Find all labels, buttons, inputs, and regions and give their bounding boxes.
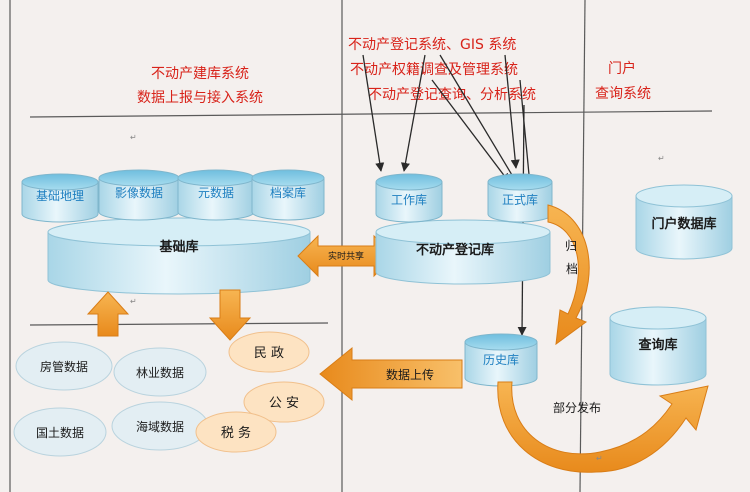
source-sea: 海域数据 [111, 401, 209, 451]
header-divider [29, 110, 713, 118]
svg-text:↵: ↵ [130, 133, 137, 142]
header-right-line1: 门户 [608, 60, 636, 77]
source-police-label: 公 安 [269, 396, 299, 411]
base-db-label: 基础库 [158, 239, 198, 255]
db-official-label: 正式库 [502, 192, 538, 207]
upload-label: 数据上传 [386, 367, 434, 382]
db-basic-geo: 基础地理 [21, 173, 99, 223]
db-metadata: 元数据 [177, 169, 255, 221]
source-land-label: 国土数据 [36, 425, 84, 440]
db-query: 查询库 [609, 306, 707, 386]
archive-label-1: 归 [565, 239, 577, 253]
db-history: 历史库 [464, 333, 538, 387]
db-work: 工作库 [375, 173, 443, 223]
header-mid-line1: 不动产登记系统、GIS 系统 [348, 37, 516, 53]
source-up-arrow [86, 291, 130, 337]
realtime-share-label: 实时共享 [328, 250, 364, 262]
header-left-line1: 不动产建库系统 [151, 66, 249, 82]
db-basic-geo-label: 基础地理 [36, 189, 84, 203]
base-db: 基础库 [47, 217, 311, 295]
header-right-line2: 查询系统 [595, 86, 651, 102]
svg-text:↵: ↵ [130, 297, 137, 306]
paragraph-marks: ↵ ↵ ↵ ↵ [130, 133, 665, 463]
publish-label: 部分发布 [553, 400, 601, 415]
registry-db: 不动产登记库 [375, 219, 551, 285]
realtime-share-arrow: 实时共享 [297, 234, 395, 278]
source-civil-label: 民 政 [254, 346, 284, 361]
db-archive-label: 档案库 [270, 185, 306, 200]
source-forestry-label: 林业数据 [136, 365, 184, 380]
source-housing: 房管数据 [15, 341, 113, 391]
db-archive: 档案库 [251, 169, 325, 221]
upload-arrow: 数据上传 [319, 346, 463, 402]
source-down-arrow [208, 289, 252, 341]
svg-text:↵: ↵ [596, 454, 603, 463]
header-mid: 不动产登记系统、GIS 系统 不动产权籍调查及管理系统 不动产登记查询、分析系统 [348, 37, 536, 103]
svg-text:↵: ↵ [658, 154, 665, 163]
registry-db-label: 不动产登记库 [416, 242, 494, 258]
source-land: 国土数据 [13, 407, 107, 457]
header-left-line2: 数据上报与接入系统 [137, 89, 263, 106]
header-right: 门户 查询系统 [595, 60, 651, 102]
publish-arrow: 部分发布 [497, 381, 709, 473]
source-civil: 民 政 [228, 331, 310, 373]
db-portal-label: 门户数据库 [651, 216, 716, 232]
header-mid-line3: 不动产登记查询、分析系统 [368, 87, 536, 103]
source-housing-label: 房管数据 [40, 359, 88, 374]
source-police: 公 安 [243, 381, 325, 423]
archive-label-2: 档 [566, 262, 578, 276]
db-query-label: 查询库 [637, 337, 677, 353]
source-forestry: 林业数据 [113, 347, 207, 397]
db-image: 影像数据 [98, 169, 180, 221]
header-left: 不动产建库系统 数据上报与接入系统 [137, 66, 263, 106]
source-tax-label: 税 务 [221, 425, 251, 441]
header-mid-line2: 不动产权籍调查及管理系统 [350, 61, 518, 78]
source-tax: 税 务 [195, 411, 277, 453]
db-metadata-label: 元数据 [198, 185, 234, 200]
db-work-label: 工作库 [391, 192, 427, 207]
db-portal: 门户数据库 [635, 184, 733, 260]
db-official: 正式库 [487, 173, 553, 223]
source-sea-label: 海域数据 [136, 419, 184, 434]
left-section-divider [29, 322, 329, 326]
db-image-label: 影像数据 [115, 185, 163, 200]
archive-arrow: 归 档 [547, 204, 590, 346]
db-history-label: 历史库 [483, 352, 519, 367]
